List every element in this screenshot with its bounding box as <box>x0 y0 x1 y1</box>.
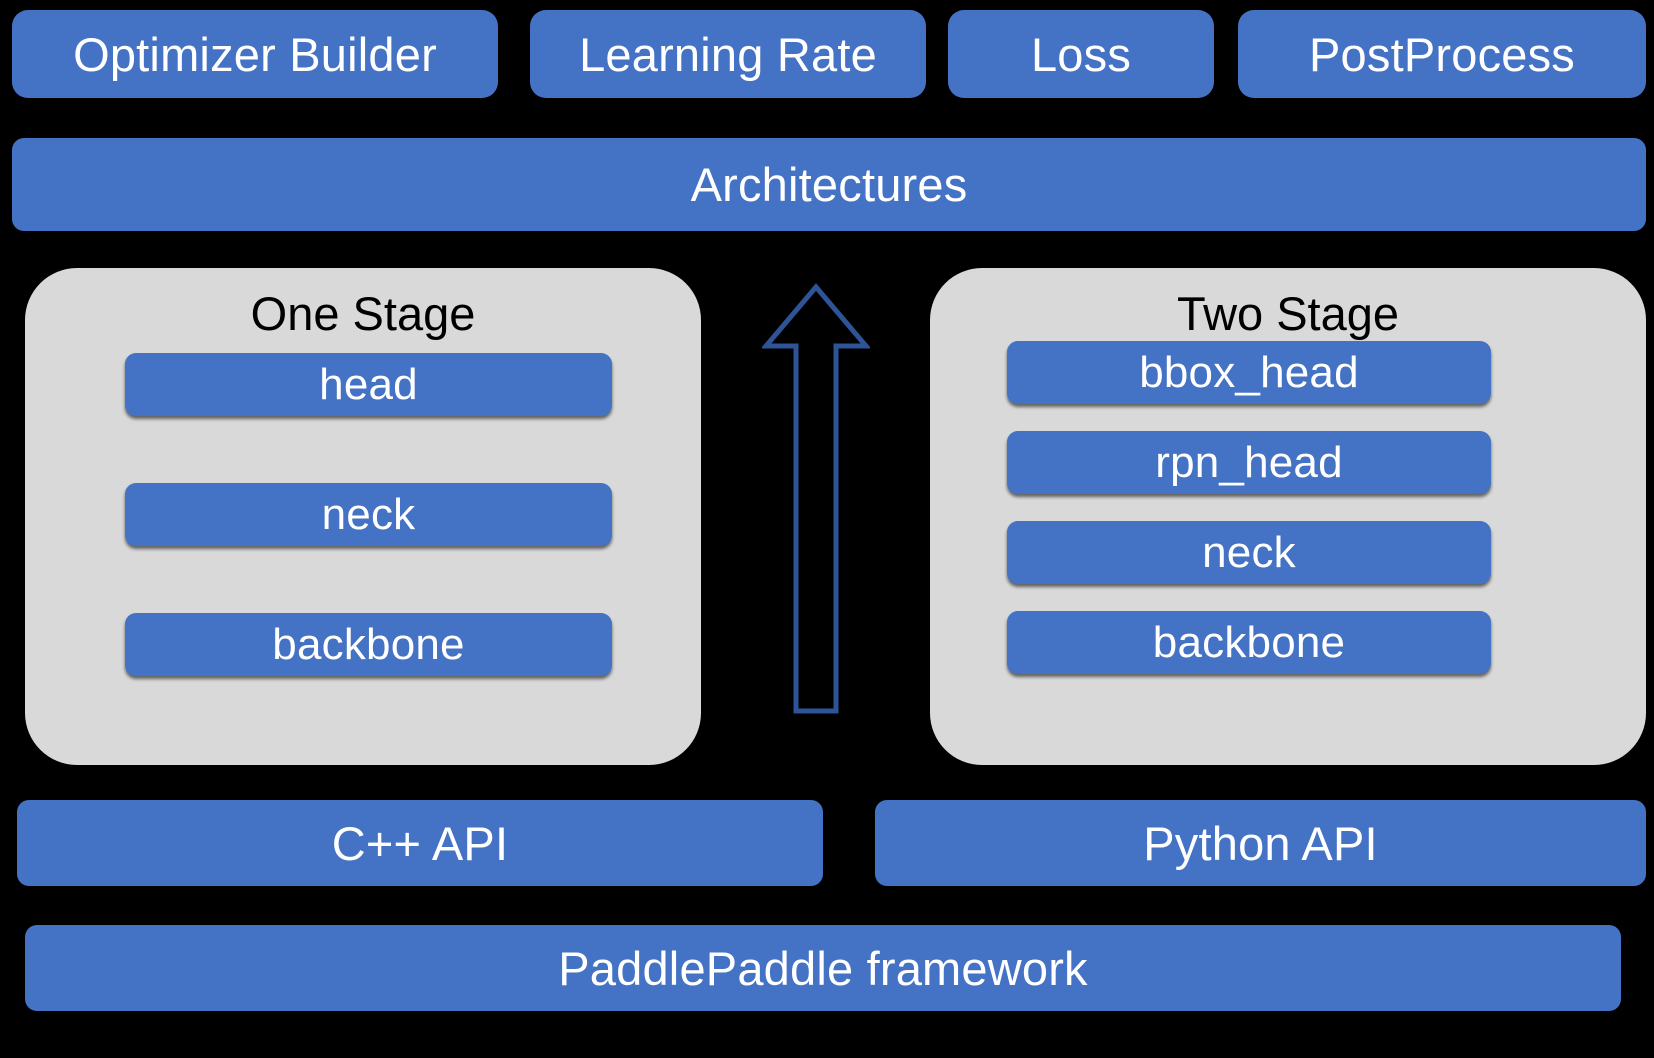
one-stage-item-backbone-label: backbone <box>272 619 465 669</box>
one-stage-item-head[interactable]: head <box>125 353 612 416</box>
one-stage-item-neck-label: neck <box>321 489 416 539</box>
one-stage-item-head-label: head <box>319 359 418 409</box>
module-python-api-label: Python API <box>1143 816 1378 870</box>
module-postprocess-label: PostProcess <box>1308 27 1576 81</box>
module-optimizer-builder[interactable]: Optimizer Builder <box>12 10 498 98</box>
module-architectures[interactable]: Architectures <box>12 138 1646 231</box>
module-learning-rate[interactable]: Learning Rate <box>530 10 926 98</box>
arrow-up-svg <box>762 283 870 715</box>
module-postprocess[interactable]: PostProcess <box>1238 10 1646 98</box>
one-stage-item-neck[interactable]: neck <box>125 483 612 546</box>
arrow-up-icon <box>762 283 870 715</box>
two-stage-item-neck-label: neck <box>1202 527 1296 577</box>
module-learning-rate-label: Learning Rate <box>579 27 877 81</box>
panel-one-stage: One Stage head neck backbone <box>25 268 701 765</box>
one-stage-item-backbone[interactable]: backbone <box>125 613 612 676</box>
module-architectures-label: Architectures <box>690 158 968 211</box>
module-cpp-api[interactable]: C++ API <box>17 800 823 886</box>
module-python-api[interactable]: Python API <box>875 800 1646 886</box>
two-stage-item-backbone[interactable]: backbone <box>1007 611 1491 674</box>
module-paddlepaddle-framework[interactable]: PaddlePaddle framework <box>25 925 1621 1011</box>
module-cpp-api-label: C++ API <box>331 816 509 870</box>
two-stage-item-backbone-label: backbone <box>1152 617 1346 667</box>
panel-two-stage-title: Two Stage <box>1176 287 1400 340</box>
two-stage-item-rpn-head[interactable]: rpn_head <box>1007 431 1491 494</box>
two-stage-item-rpn-head-label: rpn_head <box>1155 437 1343 487</box>
panel-one-stage-title: One Stage <box>250 287 476 340</box>
arrow-up-path <box>766 287 866 711</box>
module-loss-label: Loss <box>1030 27 1132 81</box>
two-stage-item-neck[interactable]: neck <box>1007 521 1491 584</box>
module-paddlepaddle-framework-label: PaddlePaddle framework <box>558 941 1088 995</box>
two-stage-item-bbox-head[interactable]: bbox_head <box>1007 341 1491 404</box>
module-loss[interactable]: Loss <box>948 10 1214 98</box>
panel-two-stage: Two Stage bbox_head rpn_head neck backbo… <box>930 268 1646 765</box>
two-stage-item-bbox-head-label: bbox_head <box>1139 347 1359 397</box>
module-optimizer-builder-label: Optimizer Builder <box>73 27 437 81</box>
